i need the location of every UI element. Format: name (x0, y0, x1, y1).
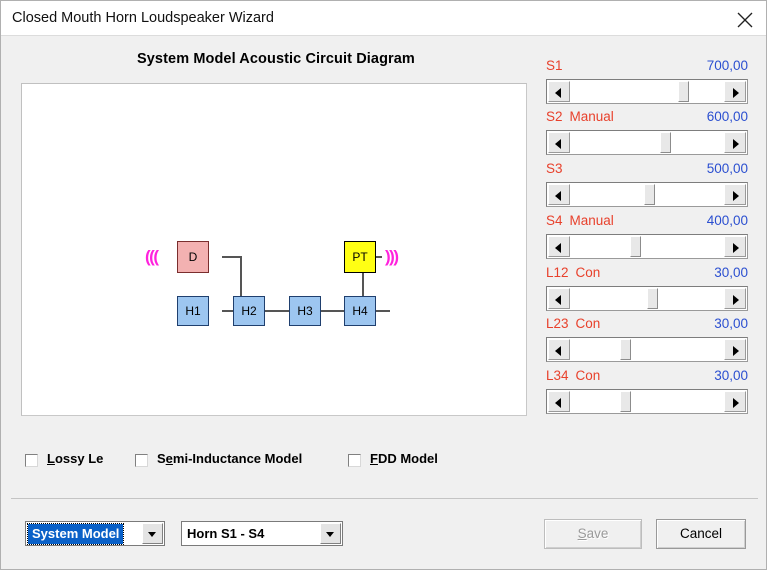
slider-value-s3: 500,00 (706, 161, 748, 176)
wire-d-down (240, 256, 242, 311)
cancel-button[interactable]: Cancel (656, 519, 746, 549)
slider-increment-l12[interactable] (724, 288, 746, 309)
slider-decrement-l23[interactable] (548, 339, 570, 360)
slider-group-s3: S3 500,00 (546, 161, 748, 213)
slider-thumb-s2[interactable] (660, 132, 671, 153)
slider-decrement-s2[interactable] (548, 132, 570, 153)
node-h4[interactable]: H4 (344, 296, 376, 326)
save-button[interactable]: Save (544, 519, 642, 549)
slider-track-s2[interactable] (546, 130, 748, 155)
slider-increment-s3[interactable] (724, 184, 746, 205)
node-h4-label: H4 (352, 304, 368, 318)
slider-track-s3[interactable] (546, 182, 748, 207)
slider-thumb-l34[interactable] (620, 391, 631, 412)
slider-value-s4: 400,00 (706, 213, 748, 228)
checkbox-lossy-le-box[interactable] (25, 454, 38, 467)
slider-label-s3: S3 (546, 161, 563, 176)
slider-increment-l34[interactable] (724, 391, 746, 412)
checkbox-semi-inductance-model-box[interactable] (135, 454, 148, 467)
wire-pt-down (362, 256, 364, 312)
node-h1[interactable]: H1 (177, 296, 209, 326)
window-title: Closed Mouth Horn Loudspeaker Wizard (12, 10, 274, 26)
horn-select-value: Horn S1 - S4 (187, 526, 265, 541)
slider-increment-s1[interactable] (724, 81, 746, 102)
node-d[interactable]: D (177, 241, 209, 273)
slider-track-l12[interactable] (546, 286, 748, 311)
slider-thumb-l23[interactable] (620, 339, 631, 360)
title-bar: Closed Mouth Horn Loudspeaker Wizard (1, 1, 766, 36)
slider-increment-s4[interactable] (724, 236, 746, 257)
options-row: Lossy Le Semi-Inductance Model FDD Model (25, 451, 495, 474)
chevron-down-icon[interactable] (142, 523, 163, 544)
horn-select[interactable]: Horn S1 - S4 (181, 521, 343, 546)
slider-decrement-l34[interactable] (548, 391, 570, 412)
slider-thumb-s4[interactable] (630, 236, 641, 257)
node-h3-label: H3 (297, 304, 313, 318)
node-h1-label: H1 (185, 304, 201, 318)
slider-track-s1[interactable] (546, 79, 748, 104)
node-h2-label: H2 (241, 304, 257, 318)
checkbox-lossy-le-label: Lossy Le (47, 451, 104, 466)
acoustic-circuit-diagram-panel: D PT H1 H2 H3 H4 ((( ))) (21, 83, 527, 416)
slider-increment-s2[interactable] (724, 132, 746, 153)
slider-decrement-l12[interactable] (548, 288, 570, 309)
model-select-value: System Model (26, 523, 125, 545)
slider-value-l12: 30,00 (714, 265, 748, 280)
slider-track-l23[interactable] (546, 337, 748, 362)
wire-d-right (222, 256, 242, 258)
slider-value-s2: 600,00 (706, 109, 748, 124)
slider-increment-l23[interactable] (724, 339, 746, 360)
checkbox-semi-inductance-model-label: Semi-Inductance Model (157, 451, 303, 466)
node-d-label: D (188, 250, 198, 264)
slider-thumb-s1[interactable] (678, 81, 689, 102)
footer-divider (11, 498, 758, 499)
slider-thumb-s3[interactable] (644, 184, 655, 205)
slider-track-l34[interactable] (546, 389, 748, 414)
slider-value-l34: 30,00 (714, 368, 748, 383)
output-radiation-icon: ))) (385, 247, 399, 266)
slider-value-l23: 30,00 (714, 316, 748, 331)
node-h2[interactable]: H2 (233, 296, 265, 326)
diagram-canvas: D PT H1 H2 H3 H4 ((( ))) (22, 84, 526, 415)
client-area: System Model Acoustic Circuit Diagram D … (1, 36, 766, 569)
input-radiation-icon: ((( (145, 247, 159, 266)
node-pt-label: PT (352, 250, 368, 264)
slider-label-s1: S1 (546, 58, 563, 73)
slider-decrement-s1[interactable] (548, 81, 570, 102)
checkbox-fdd-model-box[interactable] (348, 454, 361, 467)
slider-track-s4[interactable] (546, 234, 748, 259)
node-h3[interactable]: H3 (289, 296, 321, 326)
slider-decrement-s3[interactable] (548, 184, 570, 205)
slider-group-s1: S1 700,00 (546, 58, 748, 110)
page-title: System Model Acoustic Circuit Diagram (137, 51, 415, 67)
close-icon[interactable] (722, 1, 766, 35)
chevron-down-icon-2[interactable] (320, 523, 341, 544)
slider-decrement-s4[interactable] (548, 236, 570, 257)
node-pt[interactable]: PT (344, 241, 376, 273)
slider-value-s1: 700,00 (706, 58, 748, 73)
model-select[interactable]: System Model (25, 521, 165, 546)
checkbox-fdd-model-label: FDD Model (370, 451, 438, 466)
slider-thumb-l12[interactable] (647, 288, 658, 309)
